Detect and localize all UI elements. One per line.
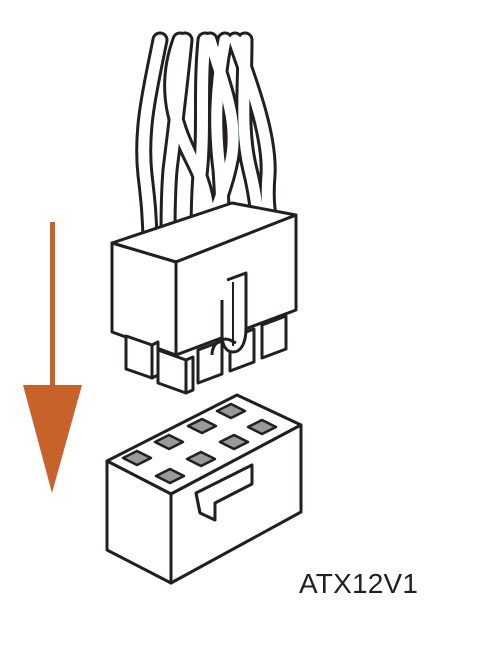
power-plug-icon [110, 201, 298, 395]
connector-label: ATX12V1 [299, 568, 419, 599]
down-arrow-icon [23, 222, 82, 493]
power-socket-icon [105, 393, 303, 585]
